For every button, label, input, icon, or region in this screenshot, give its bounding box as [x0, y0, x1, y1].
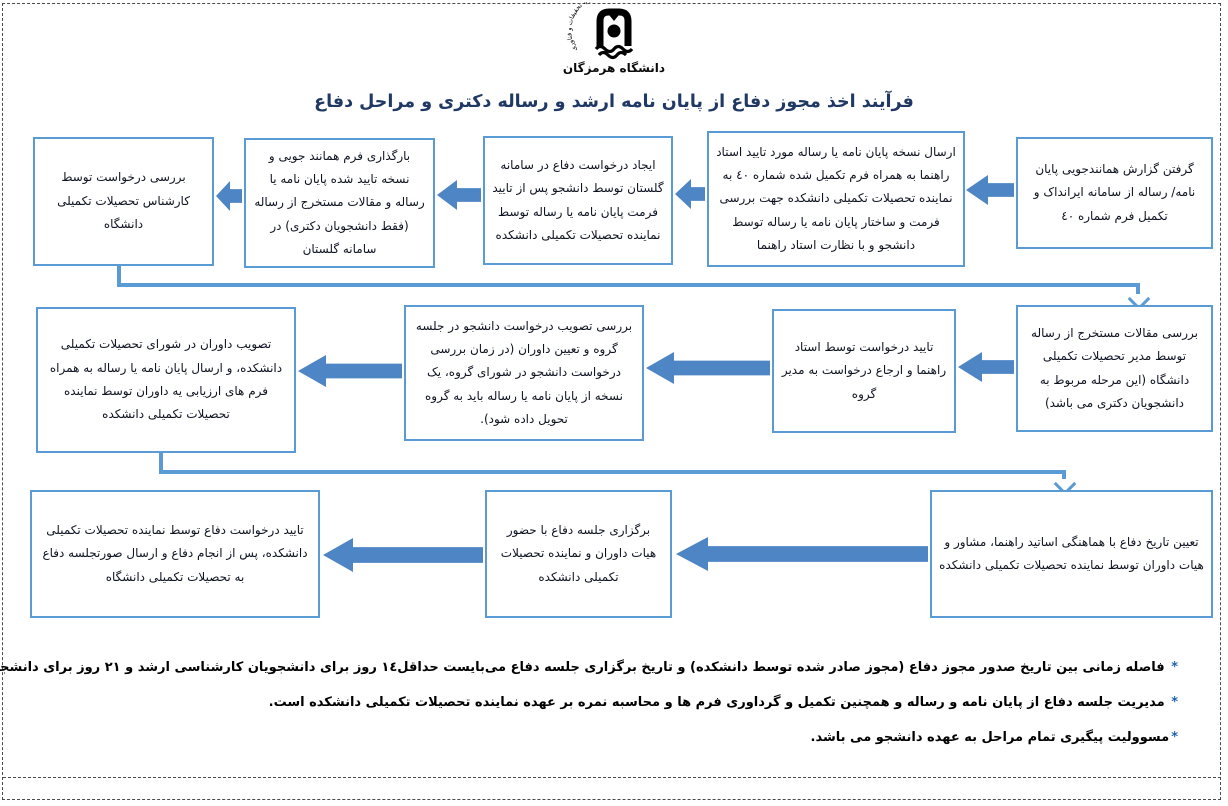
connector-vertical-segment	[117, 265, 121, 285]
flow-box-step-11: برگزاری جلسه دفاع با حضور هیات داوران و …	[485, 490, 672, 618]
page-title: فرآیند اخذ مجوز دفاع از پایان نامه ارشد …	[314, 92, 914, 112]
footnote-2-text: مدیریت جلسه دفاع از پایان نامه و رساله و…	[268, 695, 1165, 710]
left-arrow-icon	[958, 352, 1014, 382]
connector-vertical-segment	[1062, 473, 1066, 479]
table-bottom-dashed-line	[3, 777, 1221, 778]
left-arrow-icon	[216, 181, 242, 211]
university-name: دانشگاه هرمزگان	[562, 61, 666, 75]
left-arrow-icon	[298, 355, 402, 387]
flow-box-step-6: بررسی مقالات مستخرج از رساله توسط مدیر ت…	[1016, 305, 1213, 432]
connector-horizontal-segment	[159, 470, 1066, 474]
connector-horizontal-segment	[117, 283, 1140, 287]
book-and-waves-glyph	[594, 8, 634, 60]
left-arrow-icon	[676, 537, 928, 571]
footnote-2: * مدیریت جلسه دفاع از پایان نامه و رساله…	[30, 691, 1178, 714]
flow-box-step-9: تصویب داوران در شورای تحصیلات تکمیلی دان…	[36, 307, 296, 453]
footnote-3: *مسوولیت پیگیری تمام مراحل به عهده دانشج…	[30, 726, 1178, 749]
flow-box-step-12: تایید درخواست دفاع توسط نماینده تحصیلات …	[30, 490, 320, 618]
footnote-1: * فاصله زمانی بین تاریخ صدور مجوز دفاع (…	[0, 656, 1178, 679]
connector-vertical-segment	[1136, 286, 1140, 294]
footnotes: * فاصله زمانی بین تاریخ صدور مجوز دفاع (…	[0, 656, 1178, 761]
flow-box-step-10: تعیین تاریخ دفاع با هماهنگی اساتید راهنم…	[930, 490, 1213, 618]
flow-box-step-8: بررسی تصویب درخواست دانشجو در جلسه گروه …	[404, 305, 644, 441]
left-arrow-icon	[323, 538, 483, 572]
footnote-1-text: فاصله زمانی بین تاریخ صدور مجوز دفاع (مج…	[0, 660, 1165, 675]
flow-box-step-1: گرفتن گزارش همانندجویی پایان نامه/ رساله…	[1016, 137, 1213, 249]
flow-box-step-5: بررسی درخواست توسط کارشناس تحصیلات تکمیل…	[33, 137, 214, 266]
connector-vertical-segment	[159, 452, 163, 472]
left-arrow-icon	[966, 175, 1014, 205]
flow-box-step-3: ایجاد درخواست دفاع در سامانه گلستان توسط…	[483, 136, 673, 265]
asterisk-marker: *	[1171, 660, 1178, 675]
asterisk-marker: *	[1171, 695, 1178, 710]
asterisk-marker: *	[1171, 730, 1178, 745]
flow-box-step-2: ارسال نسخه پایان نامه یا رساله مورد تایی…	[707, 131, 965, 267]
left-arrow-icon	[437, 180, 481, 210]
flow-box-step-7: تایید درخواست توسط استاد راهنما و ارجاع …	[772, 309, 956, 433]
flow-box-step-4: بارگذاری فرم همانند جویی و نسخه تایید شد…	[244, 138, 435, 268]
footnote-3-text: مسوولیت پیگیری تمام مراحل به عهده دانشجو…	[810, 730, 1170, 745]
university-logo: وزارت علوم، تحقیقات و فناوری دانشگاه هرم…	[0, 0, 1228, 75]
left-arrow-icon	[646, 352, 770, 384]
university-emblem-icon: وزارت علوم، تحقیقات و فناوری	[565, 0, 634, 60]
left-arrow-icon	[675, 179, 705, 209]
